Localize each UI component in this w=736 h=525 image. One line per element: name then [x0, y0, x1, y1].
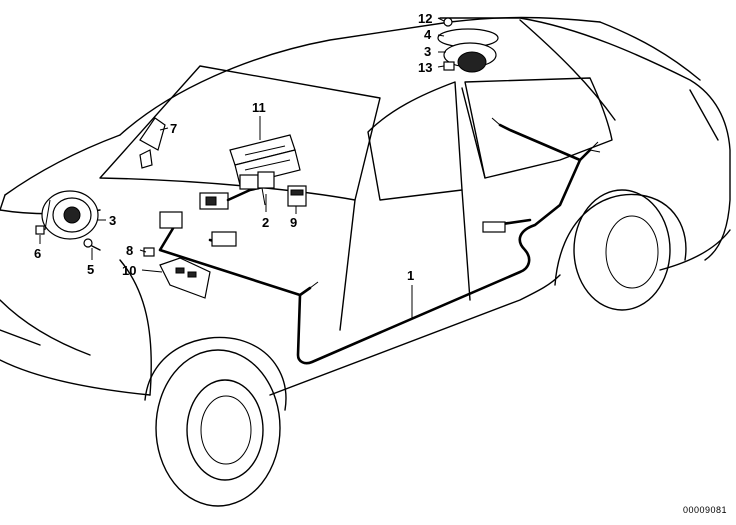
- callout-6: 6: [34, 246, 41, 261]
- speaker-screw: [83, 238, 101, 251]
- callout-3-rear: 3: [424, 44, 431, 59]
- speaker-clip: [35, 225, 45, 235]
- drawing-number: 00009081: [683, 505, 727, 515]
- module-9: [287, 185, 307, 207]
- dash-connector-center: [211, 231, 237, 247]
- callout-11: 11: [252, 100, 266, 115]
- callout-12: 12: [418, 11, 432, 26]
- tweeter-speaker: [139, 117, 166, 169]
- callout-10: 10: [122, 263, 136, 278]
- harness-connector: [482, 221, 506, 233]
- rear-speaker-assembly: [437, 17, 499, 73]
- screw-12: [443, 17, 453, 27]
- callout-2: 2: [262, 215, 269, 230]
- control-unit: [159, 257, 211, 299]
- callout-7: 7: [170, 121, 177, 136]
- dash-connector-left: [159, 211, 183, 229]
- front-speaker: [41, 190, 99, 240]
- plug-8: [143, 247, 155, 257]
- callout-8: 8: [126, 243, 133, 258]
- callout-4: 4: [424, 27, 432, 42]
- radio-connector: [199, 171, 275, 210]
- callout-3-front: 3: [109, 213, 116, 228]
- callout-9: 9: [290, 215, 297, 230]
- leader-lines: [39, 17, 446, 318]
- callout-13: 13: [418, 60, 432, 75]
- callout-5: 5: [87, 262, 94, 277]
- clip-13: [443, 61, 455, 71]
- callout-1: 1: [407, 268, 414, 283]
- car-body-outline: [0, 16, 731, 507]
